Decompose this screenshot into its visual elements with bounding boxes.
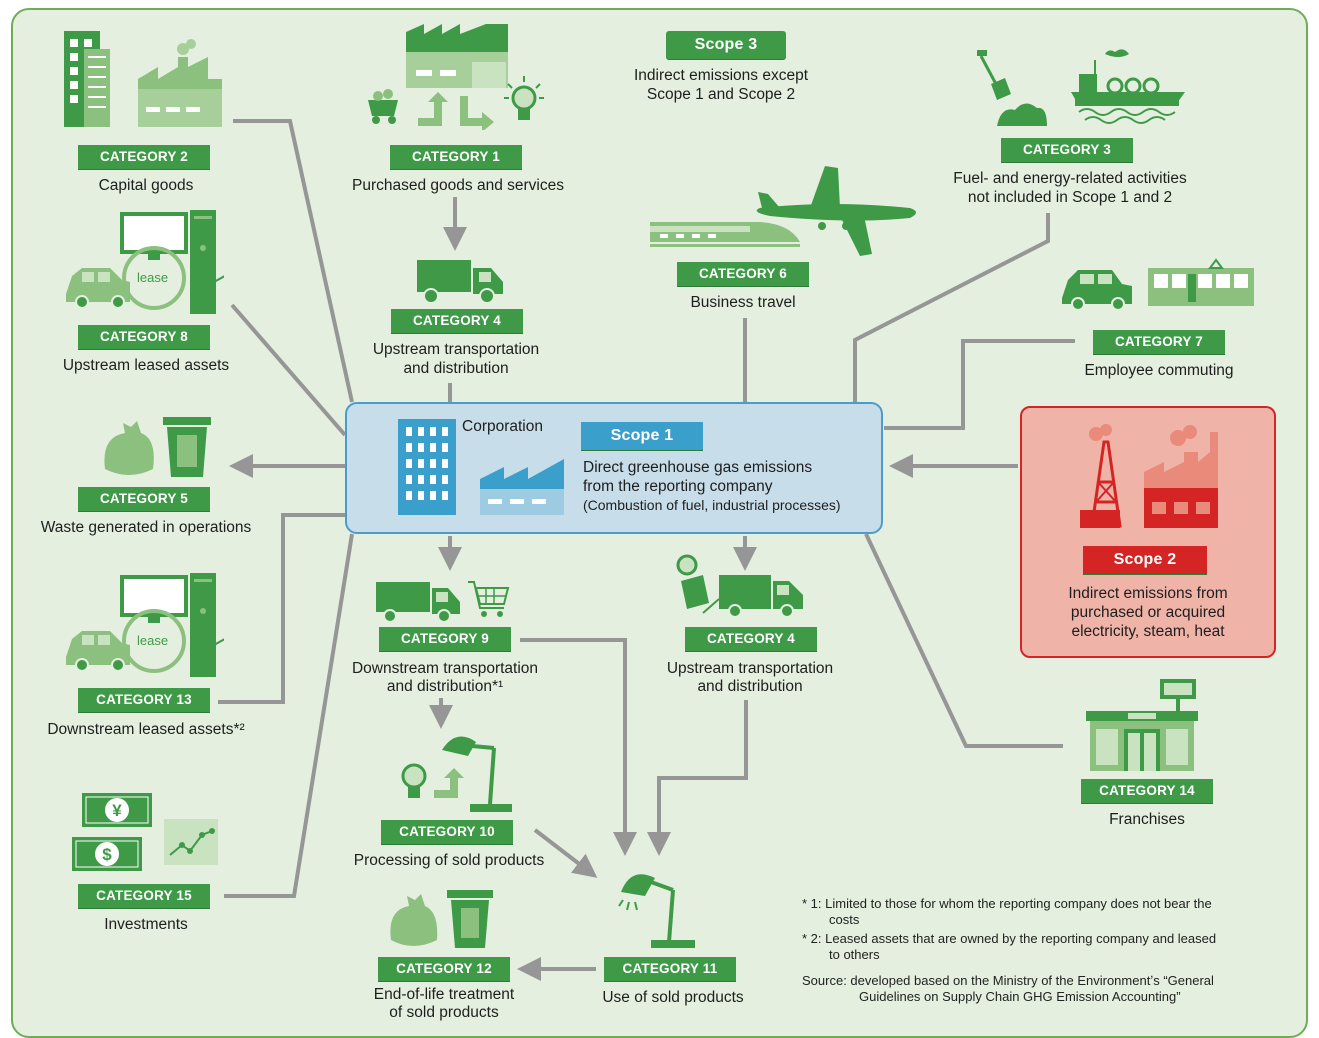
scope1-desc-1: Direct greenhouse gas emissions (583, 459, 813, 476)
category-14-badge: CATEGORY 14 (1081, 779, 1213, 803)
scope1-desc-3: (Combustion of fuel, industrial processe… (583, 497, 841, 513)
scope2-desc-2: purchased or acquired (1070, 604, 1226, 621)
capital-goods-icon (64, 31, 222, 127)
arrow-cat9-to-cat11 (520, 638, 637, 856)
category-5-badge: CATEGORY 5 (78, 487, 210, 511)
end-of-life-waste-icon (390, 890, 493, 948)
line-cat2 (233, 119, 354, 403)
arrow-cat4b-to-cat11 (647, 700, 748, 856)
category-12-label-1: End-of-life treatment (373, 986, 515, 1003)
footnote-1-line-2: costs (829, 912, 860, 927)
scope3-badge: Scope 3 (666, 31, 786, 59)
category-4-badge-downstream: CATEGORY 4 (685, 627, 817, 651)
employee-commuting-icon (1062, 258, 1254, 310)
category-3-label-1: Fuel- and energy-related activities (953, 170, 1187, 187)
scope2-desc-1: Indirect emissions from (1068, 585, 1228, 602)
category-9-label-2: and distribution*¹ (386, 678, 504, 695)
category-2-badge: CATEGORY 2 (78, 145, 210, 169)
waste-icon (104, 417, 211, 477)
fuel-energy-icon (977, 49, 1185, 126)
category-4-label-upstream-1: Upstream transportation (372, 341, 540, 358)
category-1-label: Purchased goods and services (352, 177, 564, 194)
truck-icon (417, 260, 503, 304)
category-10-label: Processing of sold products (353, 852, 545, 869)
line-cat13 (218, 513, 345, 704)
category-3-label-2: not included in Scope 1 and 2 (967, 189, 1173, 206)
line-cat15 (224, 533, 354, 898)
scope1-desc-2: from the reporting company (583, 478, 773, 495)
category-15-label: Investments (104, 916, 188, 933)
line-cat7 (884, 339, 1075, 430)
category-12-label-2: of sold products (389, 1004, 499, 1021)
scope2-badge: Scope 2 (1083, 546, 1207, 574)
category-7-badge: CATEGORY 7 (1093, 330, 1225, 354)
source-line-2: Guidelines on Supply Chain GHG Emission … (859, 989, 1181, 1004)
category-15-badge: CATEGORY 15 (78, 884, 210, 908)
category-8-badge: CATEGORY 8 (78, 325, 210, 349)
scope3-desc-2: Scope 1 and Scope 2 (646, 86, 796, 103)
line-cat8 (230, 303, 347, 437)
scope1-badge: Scope 1 (581, 422, 703, 450)
category-8-label: Upstream leased assets (62, 357, 230, 374)
arrow-cat10-to-cat11 (533, 828, 598, 878)
category-13-badge: CATEGORY 13 (78, 688, 210, 712)
corporation-label: Corporation (462, 418, 543, 435)
category-2-label: Capital goods (98, 177, 194, 194)
line-cat3 (853, 213, 1050, 402)
yen-symbol: ¥ (112, 801, 122, 820)
category-4-badge-upstream: CATEGORY 4 (391, 309, 523, 333)
category-3-badge: CATEGORY 3 (1001, 138, 1133, 162)
power-plant-icon (1080, 424, 1218, 528)
category-9-badge: CATEGORY 9 (379, 627, 511, 651)
category-5-label: Waste generated in operations (40, 519, 252, 536)
category-6-label: Business travel (690, 294, 796, 311)
dollar-symbol: $ (102, 845, 112, 864)
category-12-badge: CATEGORY 12 (378, 957, 510, 981)
footnote-1-line-1: * 1: Limited to those for whom the repor… (802, 896, 1212, 911)
downstream-leased-assets-icon (66, 573, 224, 677)
upstream-transport-icon (676, 554, 803, 618)
category-4-label-upstream-2: and distribution (403, 360, 509, 377)
use-of-products-lamp-icon (618, 874, 695, 948)
category-13-label: Downstream leased assets*² (47, 721, 245, 738)
category-7-label: Employee commuting (1084, 362, 1234, 379)
upstream-leased-assets-icon (66, 210, 224, 314)
footnote-2-line-2: to others (829, 947, 880, 962)
lease-label-downstream: lease (137, 633, 169, 648)
line-cat14 (864, 533, 1063, 748)
category-9-label-1: Downstream transportation (351, 660, 539, 677)
category-1-badge: CATEGORY 1 (390, 145, 522, 169)
scope3-desc-1: Indirect emissions except (633, 67, 809, 84)
source-line-1: Source: developed based on the Ministry … (802, 973, 1214, 988)
category-11-label: Use of sold products (602, 989, 744, 1006)
category-10-badge: CATEGORY 10 (381, 820, 513, 844)
scope2-desc-3: electricity, steam, heat (1071, 623, 1225, 640)
processing-icon (401, 736, 512, 812)
scope2-panel (1020, 406, 1276, 658)
category-4-label-downstream-1: Upstream transportation (666, 660, 834, 677)
category-4-label-downstream-2: and distribution (697, 678, 803, 695)
business-travel-icon (650, 166, 916, 256)
franchise-store-icon (1086, 679, 1198, 771)
footnote-2-line-1: * 2: Leased assets that are owned by the… (802, 931, 1217, 946)
corporation-icon (398, 419, 564, 515)
lease-label-upstream: lease (137, 270, 169, 285)
downstream-truck-icon (376, 581, 510, 623)
purchased-goods-icon (368, 24, 544, 130)
category-11-badge: CATEGORY 11 (604, 957, 736, 981)
category-6-badge: CATEGORY 6 (677, 262, 809, 286)
investments-icon: ¥ $ (72, 793, 218, 871)
category-14-label: Franchises (1109, 811, 1185, 828)
